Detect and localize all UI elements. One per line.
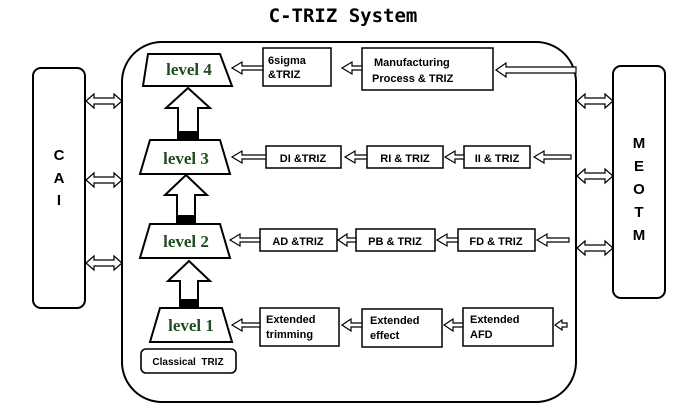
level-3-block: level 3: [138, 139, 232, 175]
box-extended-trimming: [259, 307, 340, 347]
arrow-row1-c: [442, 317, 464, 333]
arrow-row2-b: [336, 232, 357, 248]
left-panel-cai: C A I: [32, 67, 86, 309]
right-letter-o: O: [633, 181, 645, 198]
row-level-4: 6sigma &TRIZ Manufacturing Process & TRI…: [230, 47, 577, 91]
box-extended-effect-line2: effect: [370, 330, 400, 342]
up-arrow-level2-to-3: [162, 173, 210, 224]
arrow-row4-b: [340, 60, 363, 76]
diagram-title: C-TRIZ System: [269, 5, 418, 27]
up-arrow-level3-to-4: [163, 86, 213, 140]
right-letter-e: E: [634, 158, 644, 175]
box-pb-triz-label: PB & TRIZ: [368, 236, 422, 248]
arrow-row1-a: [230, 317, 261, 333]
box-ii-triz-label: II & TRIZ: [475, 153, 520, 165]
left-letter-c: C: [54, 147, 65, 164]
right-letter-m1: M: [633, 135, 646, 152]
arrow-row3-b: [343, 149, 368, 165]
box-6sigma: [262, 47, 332, 87]
box-extended-trimming-line1: Extended: [266, 314, 316, 326]
up-arrow-level1-to-2: [165, 259, 213, 308]
box-extended-trimming-line2: trimming: [266, 329, 313, 341]
right-panel-meotm: M E O T M: [612, 65, 666, 299]
level-3-label: level 3: [163, 149, 209, 168]
arrow-row2-a: [228, 232, 261, 248]
arrow-row4-c: [494, 61, 577, 79]
box-di-triz-label: DI &TRIZ: [280, 153, 327, 165]
double-arrow-right-3: [576, 239, 614, 257]
classical-triz-label: Classical TRIZ: [152, 357, 223, 368]
arrow-row4-a: [230, 60, 264, 76]
box-manufacturing-line2: Process & TRIZ: [372, 73, 454, 85]
row-level-2: AD &TRIZ PB & TRIZ FD & TRIZ: [228, 228, 570, 252]
box-extended-effect: [361, 308, 443, 348]
arrow-row2-c: [435, 232, 459, 248]
level-2-block: level 2: [138, 223, 232, 259]
arrow-row3-c: [443, 149, 465, 165]
box-6sigma-line2: &TRIZ: [268, 69, 301, 81]
box-ri-triz-label: RI & TRIZ: [380, 153, 430, 165]
box-extended-afd-line1: Extended: [470, 314, 520, 326]
classical-triz-box: Classical TRIZ: [140, 348, 237, 374]
arrow-row3-a: [230, 149, 267, 165]
right-letter-t: T: [634, 204, 643, 221]
box-extended-afd-line2: AFD: [470, 329, 493, 341]
double-arrow-left-2: [85, 171, 123, 189]
arrow-row1-b: [340, 317, 363, 333]
left-letter-i: I: [57, 192, 61, 209]
double-arrow-right-1: [576, 92, 614, 110]
arrow-row3-d: [532, 149, 572, 165]
level-1-block: level 1: [148, 307, 234, 343]
up-arrows: [162, 86, 213, 308]
double-arrow-left-3: [85, 254, 123, 272]
right-letter-m2: M: [633, 227, 646, 244]
arrow-row2-d: [535, 232, 570, 248]
row-level-3: DI &TRIZ RI & TRIZ II & TRIZ: [230, 145, 572, 169]
box-manufacturing: [361, 47, 494, 91]
box-manufacturing-line1: Manufacturing: [374, 57, 450, 69]
row-level-1: Extended trimming Extended effect Extend…: [230, 307, 568, 348]
arrow-row1-d: [553, 318, 568, 332]
left-double-arrows: [85, 92, 123, 272]
box-extended-effect-line1: Extended: [370, 315, 420, 327]
level-4-label: level 4: [166, 60, 212, 79]
box-ad-triz-label: AD &TRIZ: [272, 236, 324, 248]
box-fd-triz-label: FD & TRIZ: [469, 236, 522, 248]
box-6sigma-line1: 6sigma: [268, 55, 307, 67]
level-4-block: level 4: [141, 53, 234, 87]
left-letter-a: A: [54, 170, 65, 187]
level-1-label: level 1: [168, 316, 214, 335]
level-2-label: level 2: [163, 232, 209, 251]
double-arrow-left-1: [85, 92, 123, 110]
right-double-arrows: [576, 92, 614, 257]
double-arrow-right-2: [576, 167, 614, 185]
